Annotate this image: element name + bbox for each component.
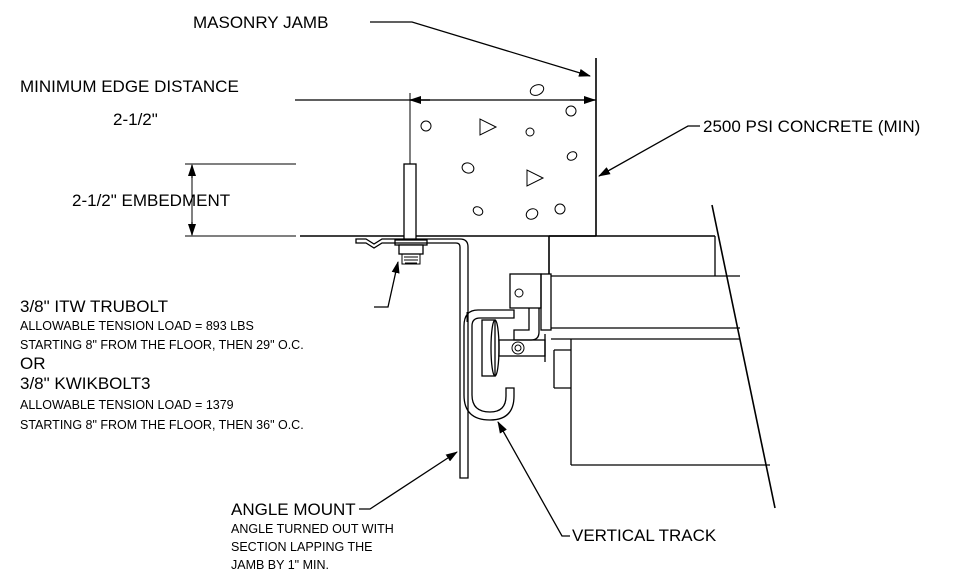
- masonry-jamb-label: MASONRY JAMB: [193, 13, 328, 32]
- or-label: OR: [20, 354, 46, 373]
- track-bracket: [509, 273, 542, 341]
- min-edge-distance-label: MINIMUM EDGE DISTANCE: [20, 77, 239, 96]
- track-roller: [481, 319, 546, 377]
- kwikbolt-load: ALLOWABLE TENSION LOAD = 1379: [20, 398, 234, 412]
- kwikbolt-spacing: STARTING 8" FROM THE FLOOR, THEN 36" O.C…: [20, 418, 304, 432]
- angle-mount-bracket: [355, 238, 469, 479]
- trubolt-title: 3/8" ITW TRUBOLT: [20, 297, 168, 316]
- kwikbolt-title: 3/8" KWIKBOLT3: [20, 374, 150, 393]
- concrete-aggregate: [420, 84, 578, 220]
- embedment-dimension: 2-1/2" EMBEDMENT: [72, 163, 296, 237]
- angle-note-line-2: SECTION LAPPING THE: [231, 540, 372, 554]
- edge-distance-dimension: MINIMUM EDGE DISTANCE 2-1/2": [20, 77, 596, 164]
- door-section: [540, 204, 776, 509]
- anchor-bolt: [394, 163, 428, 265]
- concrete-strength-label: 2500 PSI CONCRETE (MIN): [703, 117, 920, 136]
- concrete-strength-callout: 2500 PSI CONCRETE (MIN): [598, 117, 920, 177]
- angle-note-line-1: ANGLE TURNED OUT WITH: [231, 522, 394, 536]
- anchor-callout: 3/8" ITW TRUBOLT ALLOWABLE TENSION LOAD …: [20, 261, 400, 432]
- angle-mount-callout: ANGLE MOUNT ANGLE TURNED OUT WITH SECTIO…: [231, 451, 458, 572]
- vertical-track-label: VERTICAL TRACK: [572, 526, 717, 545]
- vertical-track-callout: VERTICAL TRACK: [497, 421, 717, 545]
- embedment-label: 2-1/2" EMBEDMENT: [72, 191, 230, 210]
- concrete-block: [300, 58, 597, 237]
- masonry-jamb-callout: MASONRY JAMB: [193, 13, 591, 77]
- trubolt-load: ALLOWABLE TENSION LOAD = 893 LBS: [20, 319, 254, 333]
- trubolt-spacing: STARTING 8" FROM THE FLOOR, THEN 29" O.C…: [20, 338, 304, 352]
- angle-note-line-3: JAMB BY 1" MIN.: [231, 558, 329, 572]
- angle-mount-label: ANGLE MOUNT: [231, 500, 356, 519]
- edge-distance-value: 2-1/2": [113, 110, 158, 129]
- vertical-track: [463, 309, 515, 421]
